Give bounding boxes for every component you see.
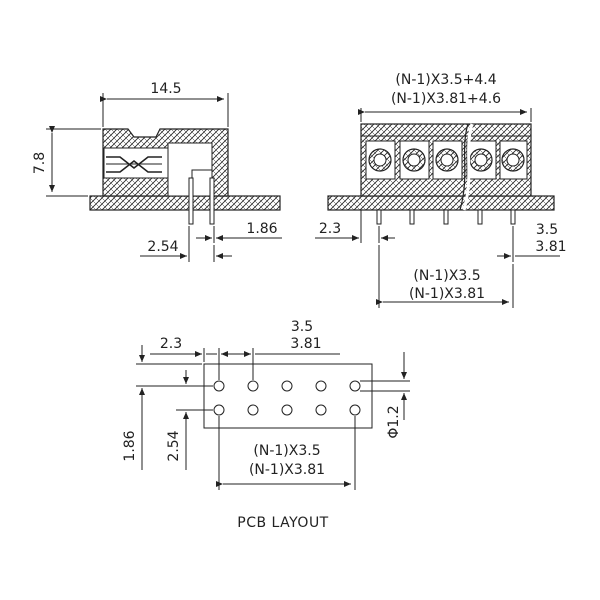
pcb-hole [213,380,225,392]
front-view: (N-1)X3.5+4.4 (N-1)X3.81+4.6 2.3 3.5 3.8… [315,72,567,308]
side-offset-label: 1.86 [246,221,277,237]
side-clamp [106,156,162,170]
pcb-row-offset-label: 1.86 [122,430,138,461]
pcb-hole [213,404,225,416]
pcb-layout: 2.3 3.5 3.81 1.86 2.54 Φ1.2 (N-1)X3.5 (N… [122,319,410,531]
front-break-line [459,123,469,211]
pcb-layout-caption: PCB LAYOUT [237,515,329,531]
front-pcb-board [327,195,555,211]
front-pitch-b-label: 3.81 [535,239,566,255]
side-clamp-lower [106,159,162,173]
front-span-b-label: (N-1)X3.81 [409,286,485,302]
front-pins [376,209,516,225]
side-height-label: 7.8 [32,152,48,174]
pcb-footprint-outline [203,363,373,429]
front-total-a-label: (N-1)X3.5+4.4 [395,72,496,88]
pcb-hole-label: Φ1.2 [386,405,402,438]
pcb-hole [349,380,361,392]
front-total-b-label: (N-1)X3.81+4.6 [391,91,501,107]
pcb-span-b-label: (N-1)X3.81 [249,462,325,478]
pcb-hole [315,404,327,416]
front-screw-pockets [365,140,528,180]
pcb-hole [247,404,259,416]
side-pin-rear [209,177,215,225]
front-pitch-a-label: 3.5 [536,222,558,238]
pcb-hole [315,380,327,392]
side-pin-housing [191,169,213,197]
pcb-edge-label: 2.3 [160,336,182,352]
side-width-label: 14.5 [150,81,181,97]
pcb-hole [281,404,293,416]
pcb-hole [247,380,259,392]
pcb-span-a-label: (N-1)X3.5 [253,443,320,459]
pcb-hole [281,380,293,392]
side-view: 14.5 7.8 1.86 2.54 [32,81,282,262]
side-pin-front [188,177,194,225]
pcb-pitch-b-label: 3.81 [290,336,321,352]
side-pitch-label: 2.54 [147,239,178,255]
side-pcb-board [89,195,281,211]
pcb-pitch-a-label: 3.5 [291,319,313,335]
pcb-hole [349,404,361,416]
pcb-row-pitch-label: 2.54 [166,430,182,461]
front-edge-label: 2.3 [319,221,341,237]
pcb-holes [213,380,361,416]
front-span-a-label: (N-1)X3.5 [413,268,480,284]
